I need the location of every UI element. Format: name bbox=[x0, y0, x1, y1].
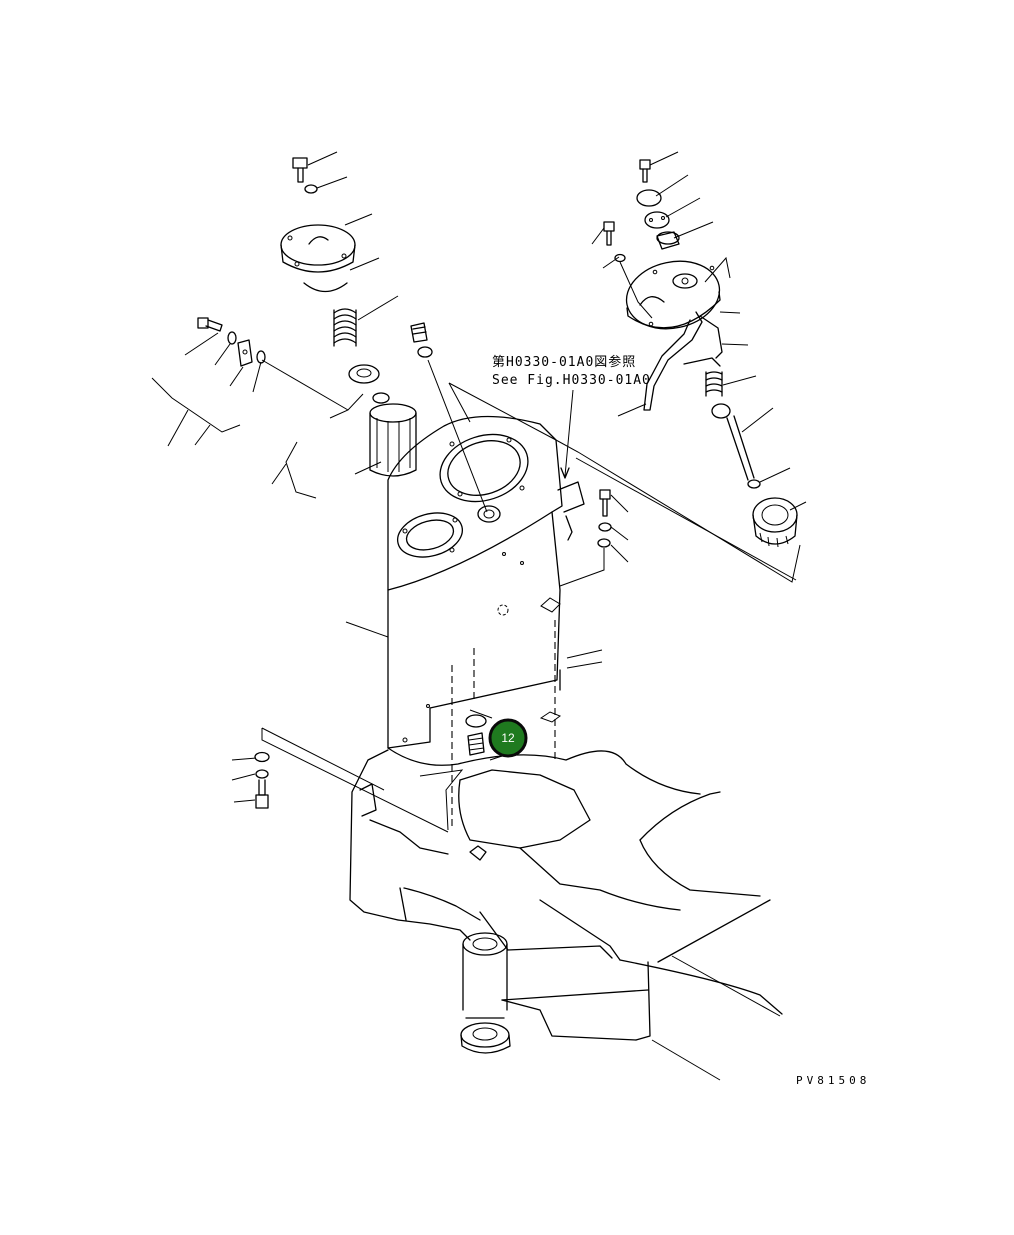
reference-text-en: See Fig.H0330-01A0 bbox=[492, 373, 651, 388]
callout-marker-12[interactable]: 12 bbox=[488, 718, 528, 758]
breather-plug bbox=[410, 322, 501, 523]
bracket-hardware bbox=[151, 317, 349, 499]
drawing-code: PV81508 bbox=[796, 1074, 870, 1087]
lower-bolts bbox=[231, 751, 270, 809]
tank-body bbox=[345, 415, 585, 830]
callout-number: 12 bbox=[501, 731, 515, 745]
side-bolts bbox=[559, 489, 629, 587]
reference-text-jp: 第H0330-01A0図参照 bbox=[492, 354, 636, 370]
valve-assembly bbox=[591, 151, 807, 548]
filter-assembly bbox=[280, 151, 417, 477]
reference-lines bbox=[448, 382, 801, 583]
base-frame bbox=[261, 649, 783, 1081]
